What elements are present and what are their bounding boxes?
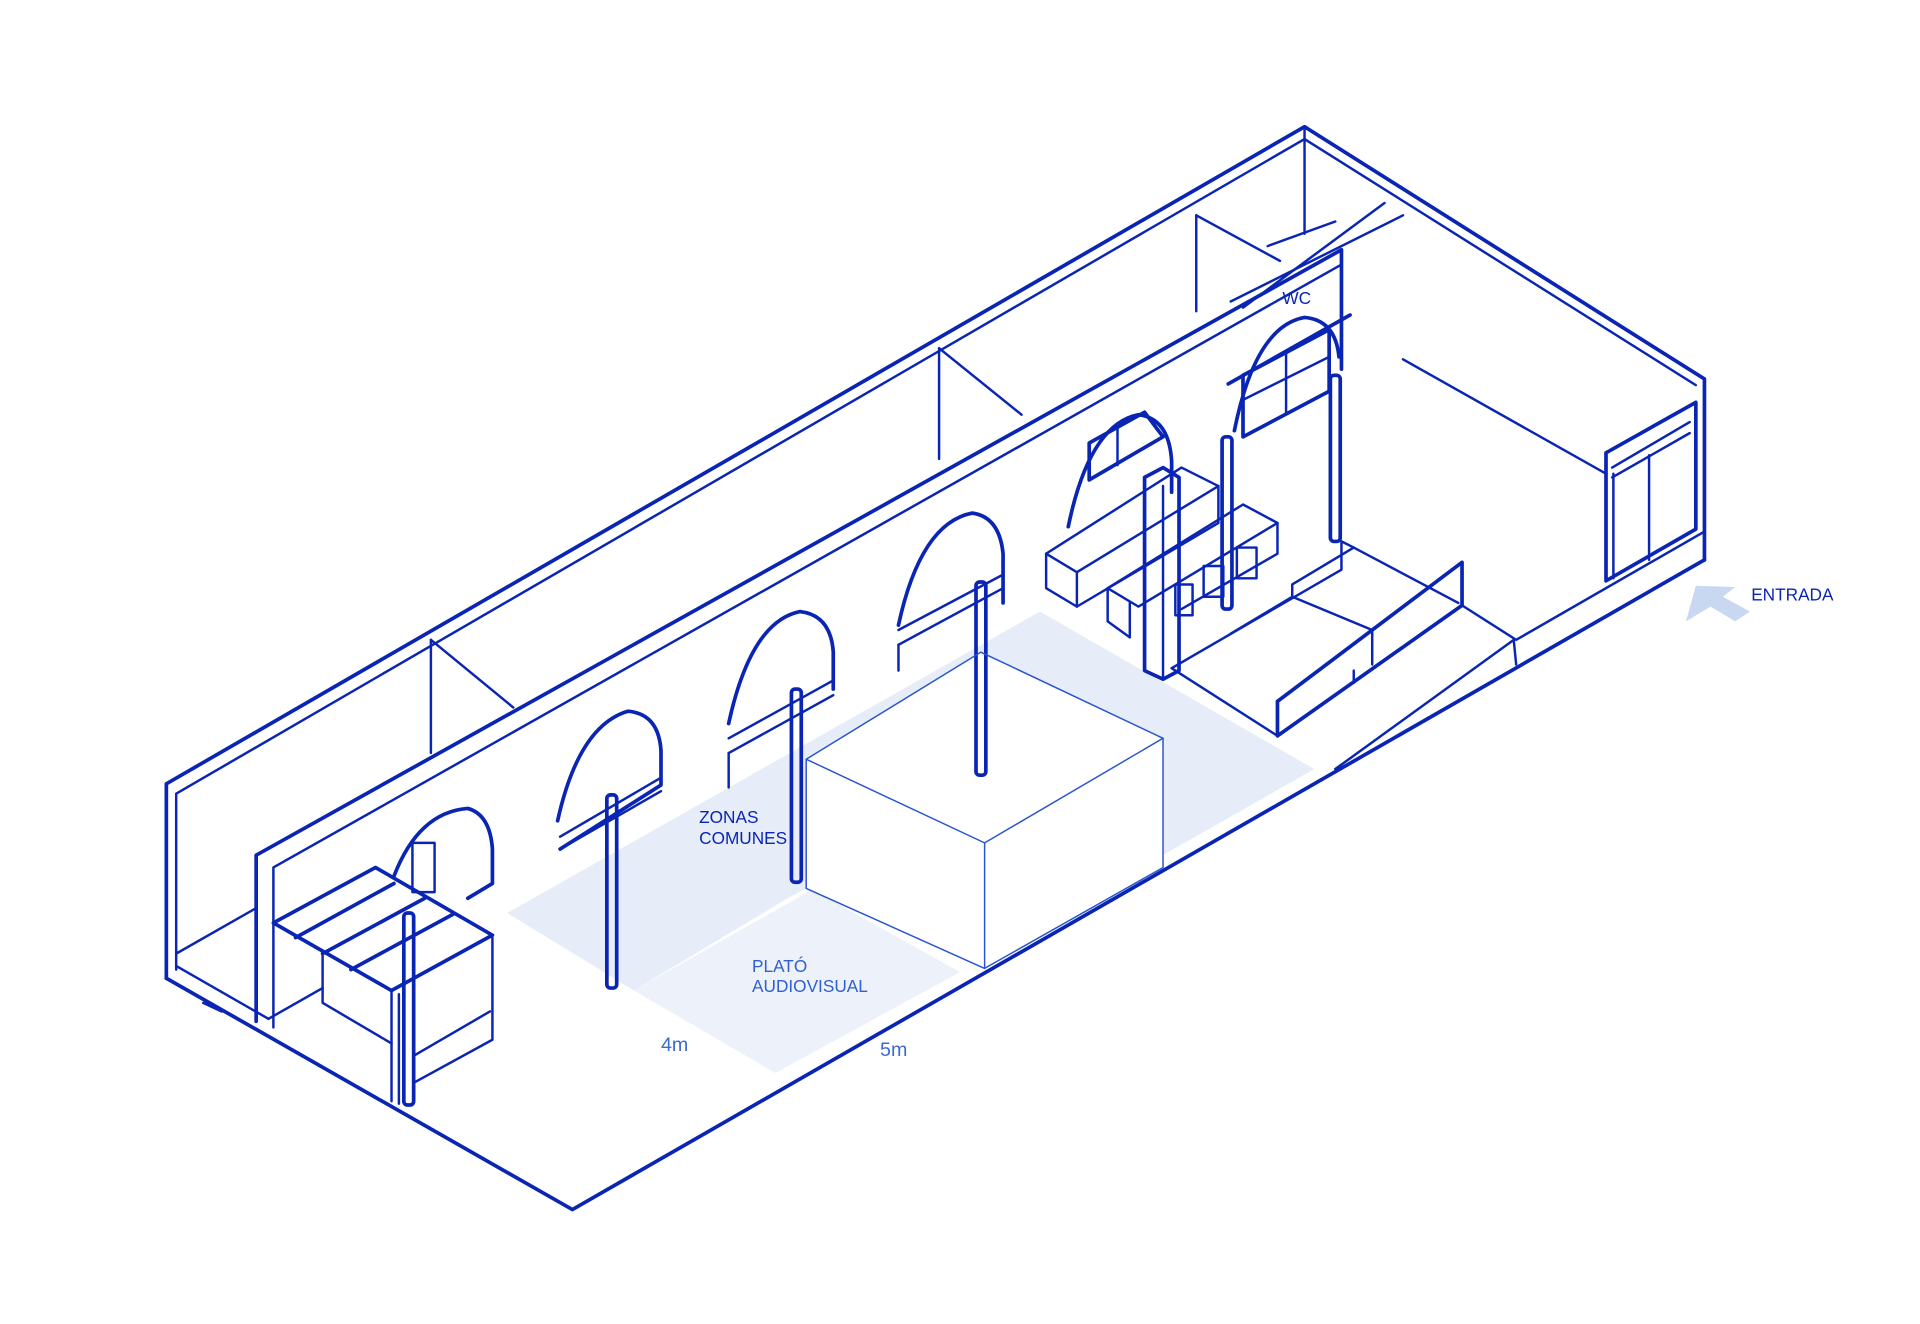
entrance-ramp [1170,358,1706,771]
plato-audiovisual-area [633,889,960,1073]
columns [401,373,1343,1107]
arcade-wall [254,247,1344,1029]
dimension-4m: 4m [661,1034,688,1056]
zonas-comunes-label-line2: COMUNES [699,828,787,848]
plato-box [805,651,1164,970]
entrance-arrow-icon [1685,585,1750,622]
zonas-comunes-label-line1: ZONAS [699,807,758,827]
back-partitions [429,201,1405,755]
entrada-label: ENTRADA [1751,584,1834,604]
wc-label: WC [1282,288,1311,308]
entrance-door [1604,400,1698,583]
plato-label-line1: PLATÓ [752,956,807,976]
outer-walls [164,124,1707,1212]
pergola [271,841,495,1105]
windows [1087,313,1352,482]
plato-label-line2: AUDIOVISUAL [752,976,868,996]
dimension-5m: 5m [880,1039,907,1061]
zonas-comunes-area [507,611,1315,991]
kitchen-counter [1044,465,1279,682]
